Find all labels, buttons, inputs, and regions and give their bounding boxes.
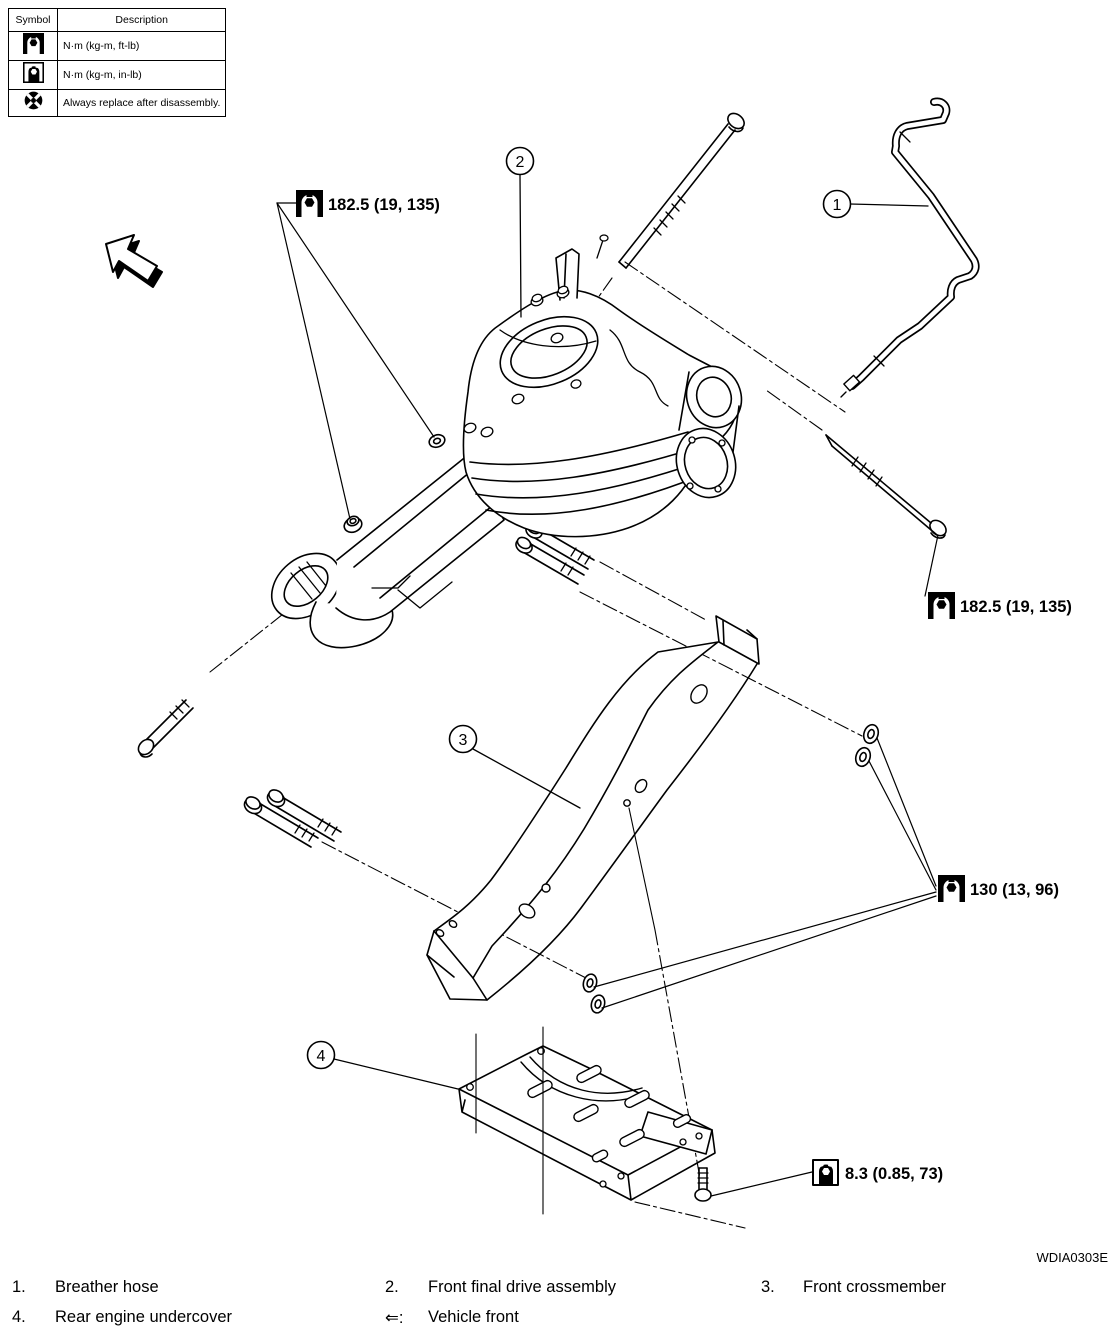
vehicle-front-arrow-icon xyxy=(105,234,163,288)
part-label: Vehicle front xyxy=(428,1308,519,1326)
vehicle-front-symbol: ⇐: xyxy=(385,1309,404,1327)
parts-list-row-1: 1. Breather hose 2. Front final drive as… xyxy=(0,1278,1118,1300)
part-label: Front crossmember xyxy=(803,1278,947,1296)
undercover-bolt xyxy=(694,1167,712,1202)
parts-list-row-2: 4. Rear engine undercover ⇐: Vehicle fro… xyxy=(0,1308,1118,1330)
torque-callout-crossmember: 130 (13, 96) xyxy=(593,737,1059,1009)
crossmember-washers-right xyxy=(854,723,880,768)
legend-row-ftlb: N·m (kg-m, ft-lb) xyxy=(8,31,227,61)
torque-ftlb-icon xyxy=(927,591,956,620)
callout-4-number: 4 xyxy=(317,1048,326,1065)
part-label: Breather hose xyxy=(55,1278,159,1296)
mount-bolt-right xyxy=(825,434,947,539)
reference-lines xyxy=(475,1026,544,1215)
front-final-drive-assembly xyxy=(270,234,743,649)
crossmember-front-bolts xyxy=(243,789,342,848)
rear-engine-undercover xyxy=(458,1045,716,1201)
callout-2: 2 xyxy=(505,146,535,176)
diff-nut xyxy=(343,515,363,534)
legend-desc-ftlb: N·m (kg-m, ft-lb) xyxy=(56,31,227,61)
mount-bolt-top xyxy=(618,112,745,269)
callout-3-number: 3 xyxy=(459,732,468,749)
breather-hose xyxy=(840,97,980,398)
torque-value: 8.3 (0.85, 73) xyxy=(845,1165,943,1183)
torque-inlb-icon xyxy=(812,1159,839,1186)
callout-3: 3 xyxy=(448,724,478,754)
legend-desc-replace: Always replace after disassembly. xyxy=(56,89,227,117)
legend-header-description: Description xyxy=(56,8,227,32)
torque-callout-right: 182.5 (19, 135) xyxy=(924,534,1072,620)
torque-value: 182.5 (19, 135) xyxy=(328,196,440,214)
legend-desc-inlb: N·m (kg-m, in-lb) xyxy=(56,60,227,90)
part-number: 2. xyxy=(385,1278,399,1296)
torque-value: 130 (13, 96) xyxy=(970,881,1059,899)
legend-header-symbol: Symbol xyxy=(8,8,58,32)
callout-1-number: 1 xyxy=(833,197,842,214)
torque-value: 182.5 (19, 135) xyxy=(960,598,1072,616)
item-callouts: 1 2 3 4 xyxy=(306,146,929,1090)
part-number: 4. xyxy=(12,1308,26,1326)
undercover-slots xyxy=(527,1064,692,1163)
front-lower-bolt xyxy=(137,699,194,758)
part-number: 1. xyxy=(12,1278,26,1296)
callout-2-number: 2 xyxy=(516,154,525,171)
replace-icon xyxy=(8,89,58,117)
figure-id-watermark: WDIA0303E xyxy=(1036,1250,1108,1265)
crossmember-washers-bottom xyxy=(582,973,606,1014)
part-label: Front final drive assembly xyxy=(428,1278,616,1296)
diff-washer xyxy=(428,433,446,449)
torque-callout-upper-left: 182.5 (19, 135) xyxy=(276,189,440,520)
callout-1: 1 xyxy=(822,189,852,219)
torque-inlb-icon xyxy=(8,60,58,90)
front-crossmember xyxy=(426,615,760,1001)
legend-row-inlb: N·m (kg-m, in-lb) xyxy=(8,60,227,90)
part-label: Rear engine undercover xyxy=(55,1308,233,1326)
torque-ftlb-icon xyxy=(937,874,966,903)
legend-row-replace: Always replace after disassembly. xyxy=(8,89,227,117)
symbol-legend-table: Symbol Description N·m (kg-m, ft-lb) xyxy=(8,8,227,117)
part-number: 3. xyxy=(761,1278,775,1296)
torque-ftlb-icon xyxy=(295,189,324,218)
torque-callout-undercover: 8.3 (0.85, 73) xyxy=(710,1159,943,1197)
legend-header-row: Symbol Description xyxy=(8,8,227,32)
callout-4: 4 xyxy=(306,1040,336,1070)
